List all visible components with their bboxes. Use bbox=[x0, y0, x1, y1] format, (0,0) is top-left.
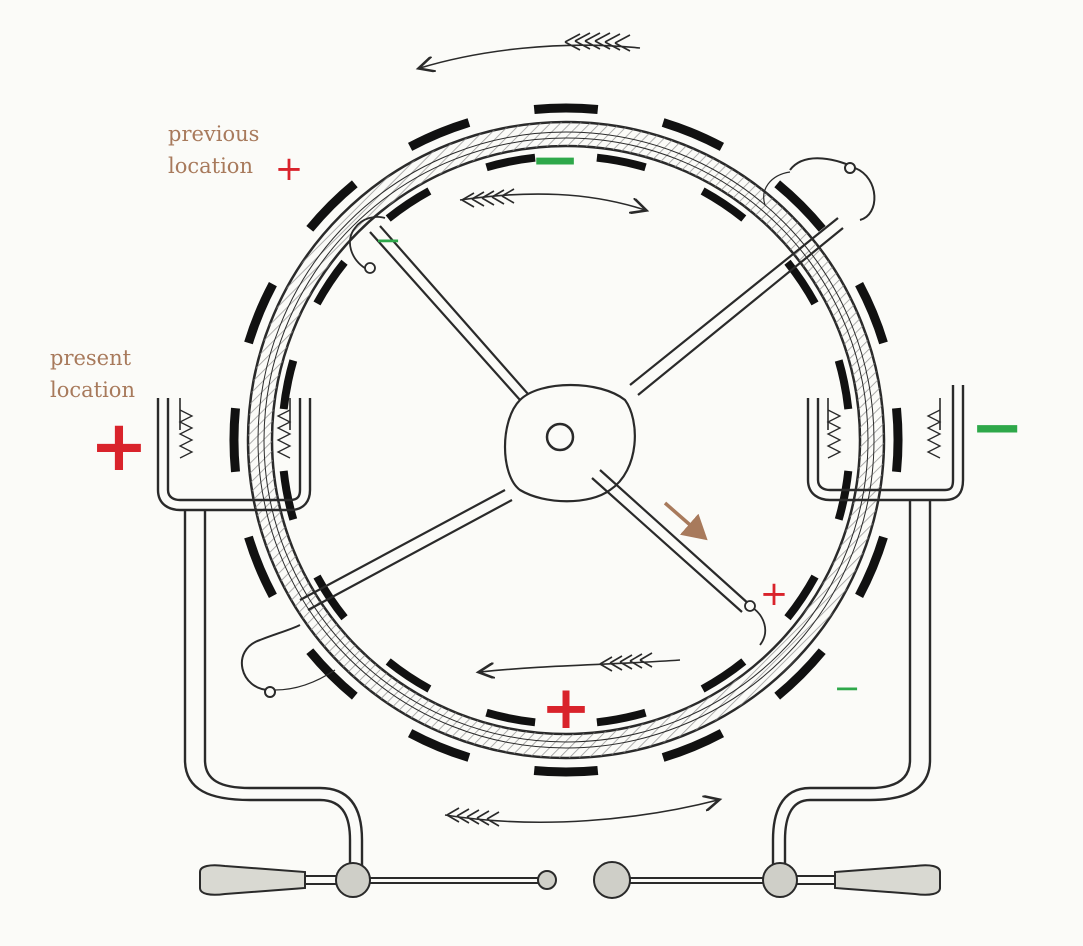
minus-sign-right-comb: − bbox=[970, 391, 1024, 465]
right-ball-large bbox=[762, 862, 798, 898]
feather-inner-bottom bbox=[599, 652, 653, 672]
inner-sector-14 bbox=[313, 259, 348, 306]
minus-sign-upper-left: − bbox=[375, 221, 402, 259]
neutralizing-brush-upper-right bbox=[763, 157, 876, 221]
spoke-upper-right bbox=[629, 217, 844, 396]
feather-top bbox=[564, 32, 631, 52]
plus-sign-present-location: + bbox=[90, 405, 149, 487]
hub-outline bbox=[504, 384, 636, 503]
outer-sector-13 bbox=[229, 407, 240, 473]
rotation-arrow-top bbox=[420, 32, 641, 68]
rotation-arrow-inner-bottom bbox=[480, 652, 681, 672]
inner-sector-7 bbox=[700, 658, 747, 693]
outer-sector-9 bbox=[533, 766, 599, 777]
inner-sector-3 bbox=[784, 259, 819, 306]
left-ball-large bbox=[335, 862, 371, 898]
right-discharge-ball bbox=[593, 861, 631, 899]
plus-sign-bottom-center: + bbox=[541, 673, 591, 743]
present-location-line2: location bbox=[50, 378, 135, 402]
inner-brush-upper-left bbox=[349, 215, 386, 274]
present-location-label: present location bbox=[50, 342, 135, 406]
inner-sector-8 bbox=[596, 708, 647, 727]
inner-sector-16 bbox=[485, 153, 536, 172]
inner-sector-13 bbox=[279, 359, 298, 410]
previous-location-line1: previous bbox=[168, 122, 260, 146]
spoke-lower-left bbox=[299, 489, 513, 611]
left-conductor-rod bbox=[183, 510, 364, 870]
outer-sector-3 bbox=[774, 180, 826, 232]
rotation-arrow-inner-top bbox=[459, 188, 645, 210]
charge-movement-arrow bbox=[663, 501, 708, 541]
outer-sector-6 bbox=[855, 535, 888, 599]
present-location-line1: present bbox=[50, 346, 132, 370]
inner-sector-1 bbox=[596, 153, 647, 172]
right-handle bbox=[834, 864, 941, 896]
outer-sector-2 bbox=[661, 118, 725, 151]
spoke-upper-left bbox=[369, 225, 529, 401]
inner-sector-10 bbox=[385, 658, 432, 693]
outer-sector-11 bbox=[306, 648, 358, 700]
disc-rim bbox=[246, 120, 886, 760]
outer-sectors bbox=[229, 103, 903, 777]
outer-sector-7 bbox=[774, 648, 826, 700]
minus-sign-lower-right: − bbox=[834, 669, 861, 707]
hub-and-spokes bbox=[299, 217, 844, 613]
outer-sector-16 bbox=[407, 118, 471, 151]
minus-sign-top-center: − bbox=[530, 125, 580, 195]
charge-signs: + + + + − − − − bbox=[90, 125, 1024, 743]
inner-sector-12 bbox=[279, 470, 298, 521]
inner-sector-6 bbox=[784, 574, 819, 621]
spoke-lower-right bbox=[591, 469, 751, 613]
inner-sector-4 bbox=[834, 359, 853, 410]
inner-brush-lower-right bbox=[744, 600, 767, 646]
feather-inner-top bbox=[461, 188, 515, 208]
inner-sector-5 bbox=[834, 470, 853, 521]
left-handle bbox=[199, 864, 306, 896]
previous-location-label: previous location bbox=[168, 118, 259, 182]
right-conductor-rod bbox=[771, 500, 932, 870]
rotation-arrow-bottom bbox=[444, 800, 718, 827]
spark-gap bbox=[199, 861, 941, 899]
outer-sector-5 bbox=[892, 407, 903, 473]
left-comb-collector bbox=[156, 398, 364, 870]
outer-sector-15 bbox=[306, 180, 358, 232]
inner-sector-2 bbox=[700, 187, 747, 222]
outer-sector-8 bbox=[661, 729, 725, 762]
axle bbox=[545, 422, 575, 452]
plus-sign-previous-location: + bbox=[275, 149, 304, 189]
inner-sector-15 bbox=[385, 187, 432, 222]
inner-sector-9 bbox=[485, 708, 536, 727]
neutralizing-brush-lower-left bbox=[241, 624, 336, 698]
outer-sector-1 bbox=[533, 103, 599, 114]
previous-location-line2: location bbox=[168, 154, 253, 178]
left-discharge-ball bbox=[537, 870, 557, 890]
plus-sign-lower-right: + bbox=[760, 574, 789, 614]
right-comb-collector bbox=[771, 385, 965, 870]
feather-bottom bbox=[446, 807, 500, 827]
outer-sector-14 bbox=[244, 281, 277, 345]
outer-sector-10 bbox=[407, 729, 471, 762]
outer-sector-12 bbox=[244, 535, 277, 599]
outer-sector-4 bbox=[855, 281, 888, 345]
